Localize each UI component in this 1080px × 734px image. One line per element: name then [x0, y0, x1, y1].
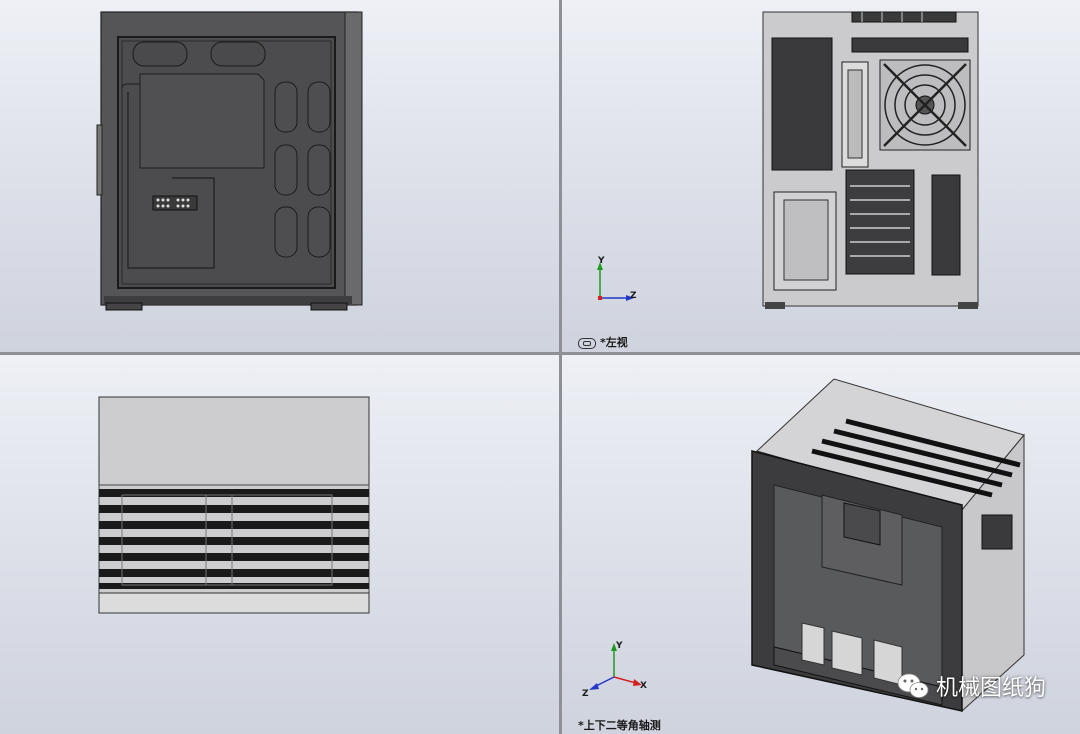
- triad-axis-y-label: Y: [598, 256, 605, 266]
- viewport-splitter-vertical[interactable]: [559, 0, 562, 734]
- viewport-bottom-right[interactable]: Y X Z *上下二等角轴测 机械图纸狗: [562, 355, 1080, 734]
- view-label-isometric: *上下二等角轴测: [578, 717, 661, 733]
- axis-triad-left-view: [597, 262, 634, 301]
- case-isometric-view: [751, 378, 1025, 713]
- view-label-isometric-text: *上下二等角轴测: [578, 719, 661, 732]
- viewport-top-left[interactable]: [0, 0, 559, 352]
- view-label-left-text: *左视: [600, 336, 628, 349]
- viewport-bottom-left[interactable]: [0, 355, 559, 734]
- viewport-top-right[interactable]: Y Z *左视: [562, 0, 1080, 352]
- viewport-splitter-horizontal[interactable]: [0, 352, 1080, 355]
- triad-axis-z-label: Z: [630, 291, 637, 301]
- triad-iso-axis-x-label: X: [640, 681, 647, 691]
- case-side-view: [96, 11, 363, 311]
- wechat-icon: [897, 673, 929, 698]
- watermark-text: 机械图纸狗: [935, 676, 1046, 701]
- view-label-left: *左视: [578, 334, 628, 350]
- triad-iso-axis-z-label: Z: [582, 689, 589, 699]
- axis-triad-isometric: [589, 643, 642, 690]
- case-top-view: [98, 396, 370, 614]
- triad-iso-axis-y-label: Y: [616, 641, 623, 651]
- view-link-icon: [578, 337, 596, 349]
- watermark: 机械图纸狗: [896, 670, 1046, 702]
- case-back-view: [762, 11, 979, 309]
